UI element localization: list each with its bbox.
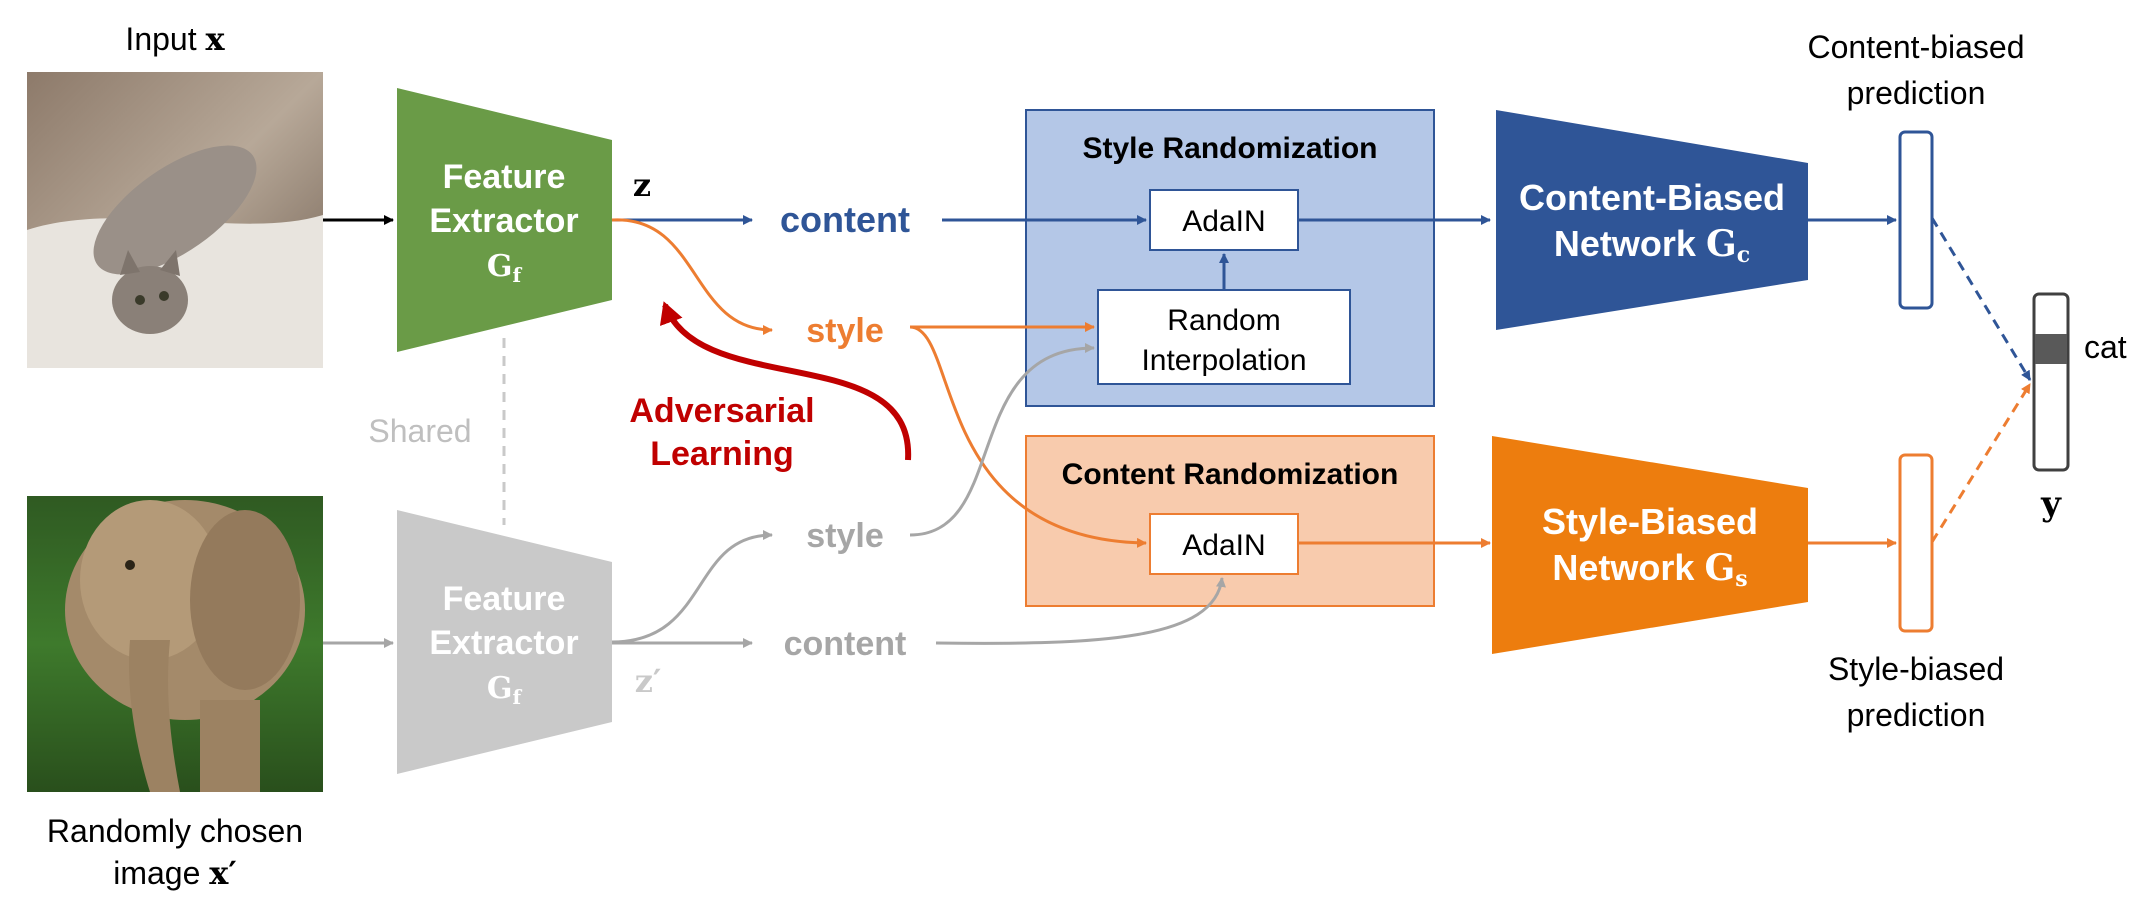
adversarial-arrow: [660, 301, 912, 461]
content-randomization-title: Content Randomization: [1062, 458, 1399, 491]
z-label: z: [633, 166, 651, 204]
output-var-label: y: [2040, 484, 2062, 524]
gray-content-to-adain-arrow: [935, 577, 1226, 645]
random-image-label-line1: Randomly chosen: [47, 813, 303, 849]
style-adain-label: AdaIN: [1182, 205, 1265, 238]
output-class-label: cat: [2084, 329, 2127, 365]
style-network-line1: Style-Biased: [1542, 501, 1758, 542]
feature-extractor-bottom-line2: Extractor: [429, 624, 578, 662]
content-pred-to-output-arrow: [1930, 217, 2032, 381]
output-bar-cat-cell: [2035, 334, 2067, 364]
top-style-label: style: [806, 312, 884, 350]
feature-extractor-top: [397, 88, 612, 352]
style-network-line2: Network Gs: [1552, 547, 1747, 592]
feature-extractor-top-line1: Feature: [443, 158, 566, 196]
random-image-label-line2: image x′: [113, 854, 237, 892]
z-prime-label: z′: [635, 662, 662, 700]
random-interpolation-line2: Interpolation: [1141, 344, 1306, 377]
output-bar: [2032, 292, 2070, 472]
style-to-content-adain-arrow: [909, 325, 1147, 548]
content-network-line1: Content-Biased: [1519, 177, 1785, 218]
random-interpolation-box: [1097, 289, 1351, 385]
content-network-line2: Network Gc: [1554, 223, 1750, 268]
adversarial-line1: Adversarial: [629, 392, 814, 430]
content-prediction-bar: [1898, 130, 1934, 310]
random-image-elephant: [27, 496, 323, 792]
style-biased-network: [1492, 436, 1808, 654]
style-randomization-title: Style Randomization: [1082, 132, 1377, 165]
bottom-style-label: style: [806, 517, 884, 555]
content-biased-network: [1496, 110, 1808, 330]
style-split-arrow: [611, 218, 773, 335]
gray-style-to-interp-arrow: [909, 343, 1095, 537]
style-pred-to-output-arrow: [1930, 383, 2032, 543]
feature-extractor-bottom: [397, 510, 612, 774]
random-interpolation-line1: Random: [1167, 304, 1280, 337]
feature-extractor-bottom-symbol: Gf: [487, 671, 523, 709]
content-prediction-line2: prediction: [1847, 75, 1986, 111]
input-label: Input x: [125, 20, 225, 58]
feature-extractor-top-symbol: Gf: [487, 249, 523, 287]
style-prediction-bar: [1898, 453, 1934, 633]
content-adain-label: AdaIN: [1182, 529, 1265, 562]
style-prediction-line1: Style-biased: [1828, 651, 2004, 687]
top-content-label: content: [780, 199, 910, 240]
bottom-style-split-arrow: [611, 530, 773, 644]
feature-extractor-bottom-line1: Feature: [443, 580, 566, 618]
style-prediction-line2: prediction: [1847, 697, 1986, 733]
feature-extractor-top-line2: Extractor: [429, 202, 578, 240]
adversarial-line2: Learning: [650, 435, 794, 473]
shared-label: Shared: [368, 413, 471, 449]
input-image-cat: [27, 72, 323, 368]
bottom-content-label: content: [784, 625, 907, 663]
content-prediction-line1: Content-biased: [1807, 29, 2024, 65]
